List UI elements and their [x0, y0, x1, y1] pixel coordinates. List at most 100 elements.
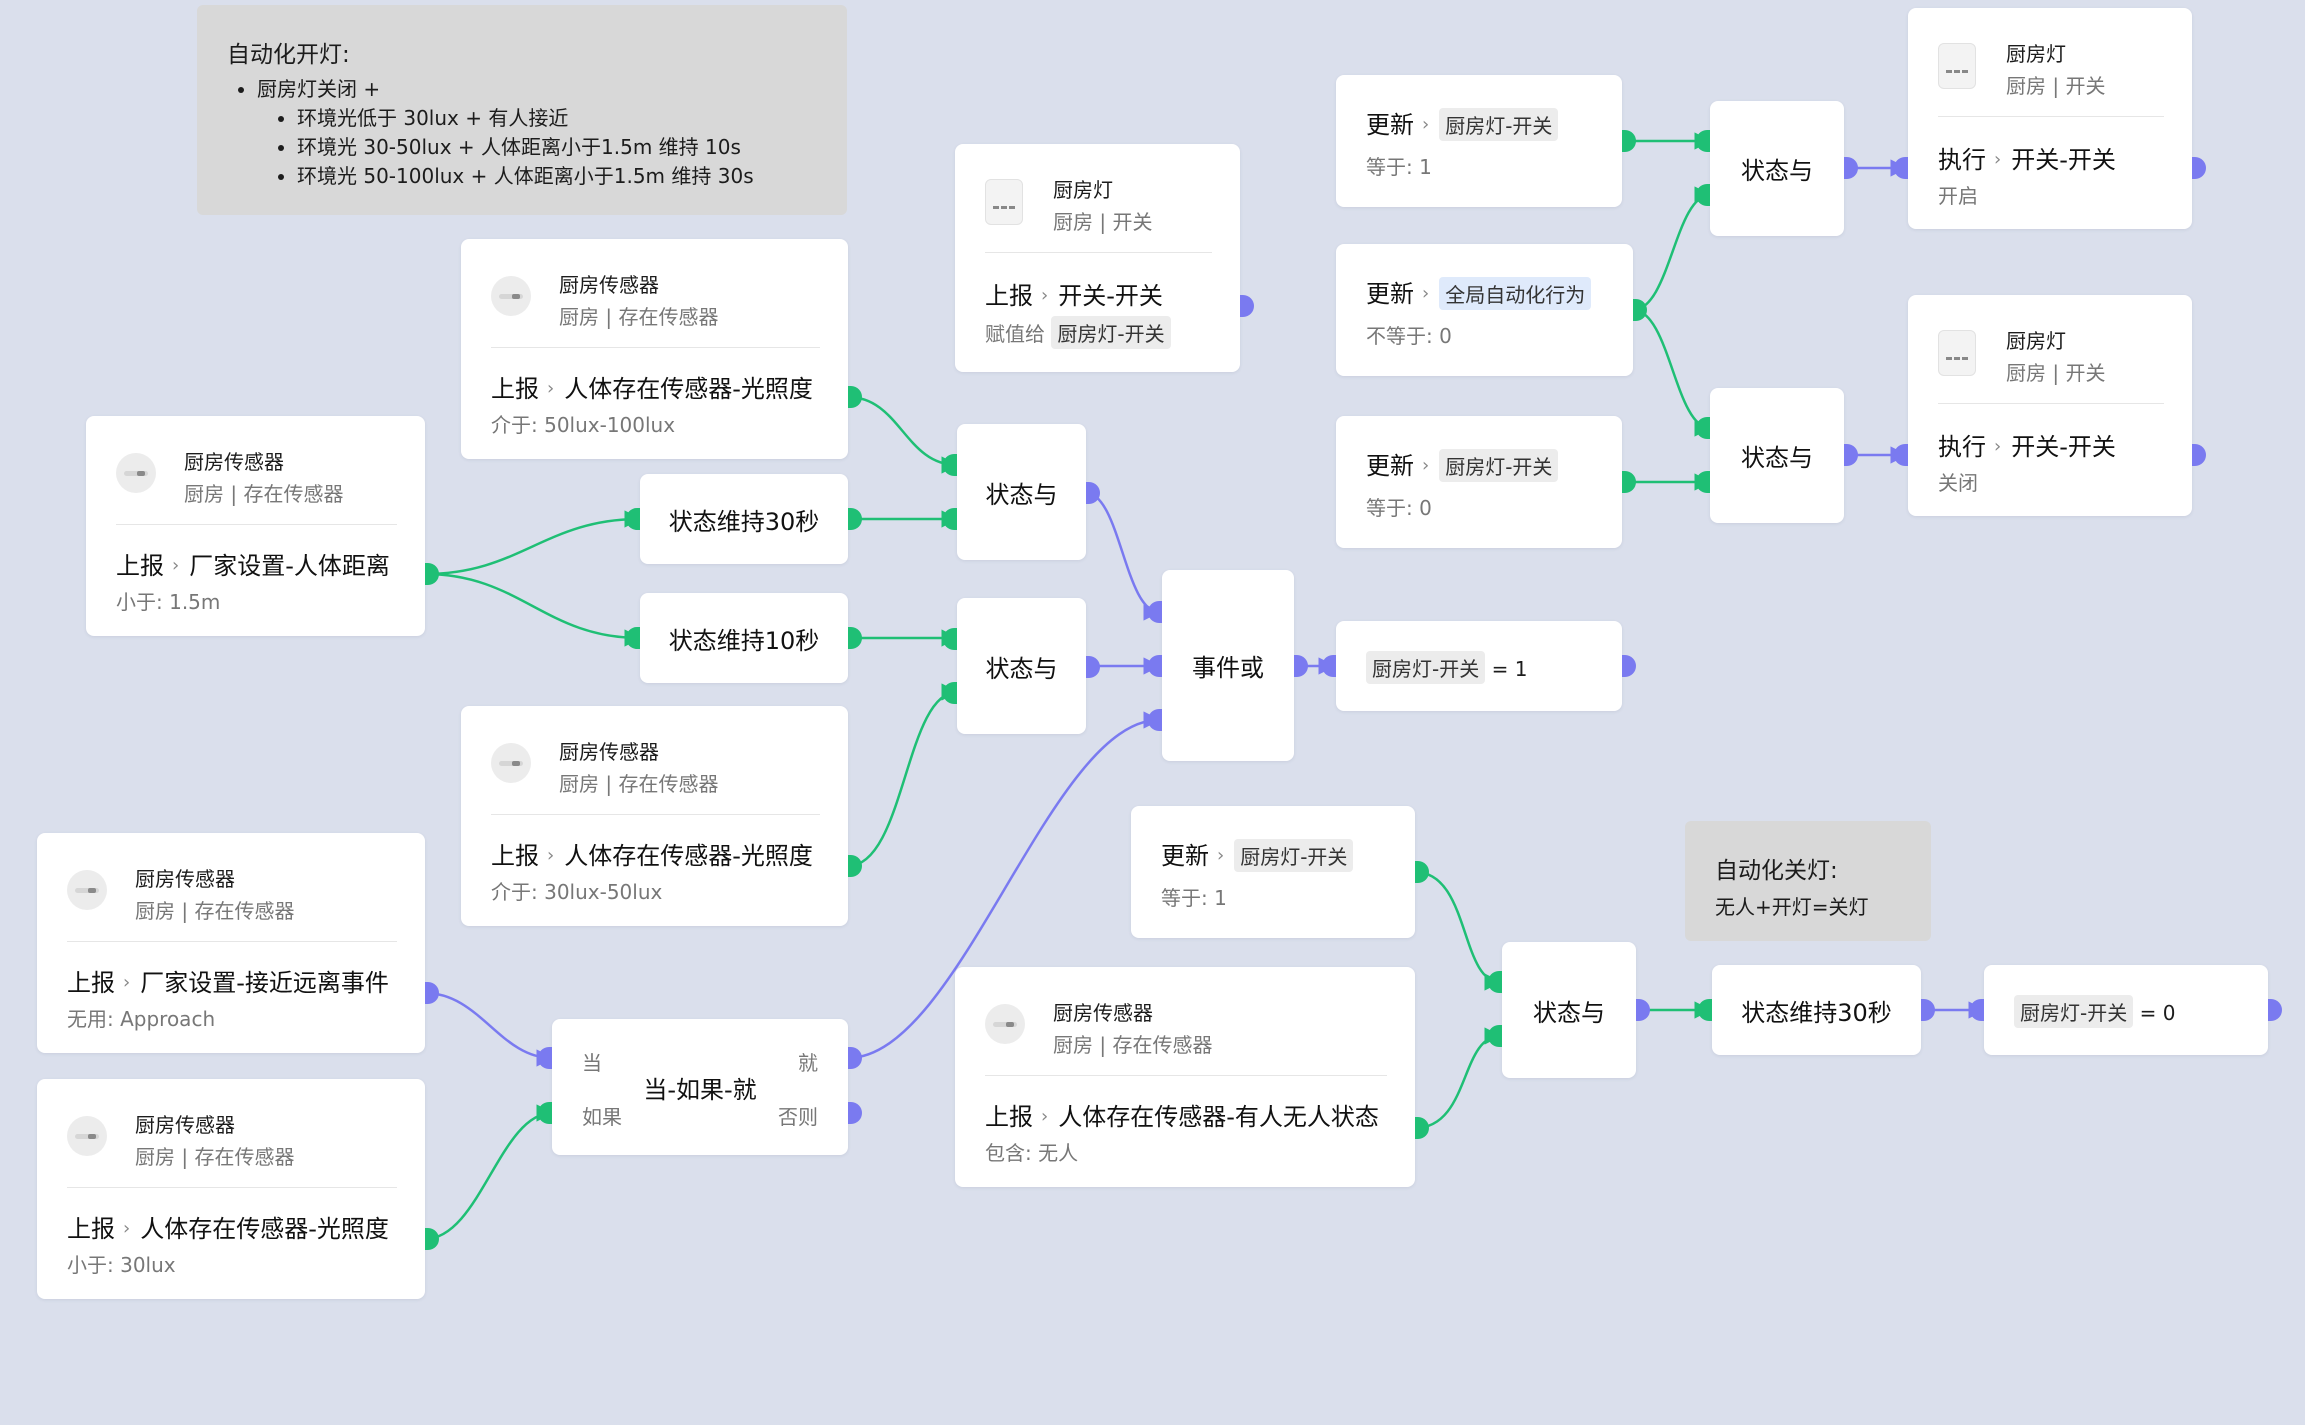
action-name: 人体存在传感器-光照度	[564, 842, 813, 870]
output-port[interactable]	[425, 563, 439, 585]
input-port[interactable]	[1488, 1025, 1502, 1047]
link	[1414, 1027, 1502, 1130]
device-node[interactable]: 厨房灯 厨房 | 开关 执行›开关-开关 关闭	[1894, 295, 2206, 516]
when-if-then-node[interactable]: 当-如果-就 当 如果 就 否则	[538, 1019, 862, 1155]
state-and-node[interactable]: 状态与	[1488, 942, 1650, 1078]
state-and-node[interactable]: 状态与	[1696, 101, 1858, 236]
input-port[interactable]	[1696, 184, 1710, 206]
input-port[interactable]	[626, 508, 640, 530]
state-and-node[interactable]: 状态与	[943, 424, 1100, 560]
output-port[interactable]	[848, 1047, 862, 1069]
link	[847, 683, 959, 868]
output-port[interactable]	[1622, 130, 1636, 152]
output-port[interactable]	[1622, 471, 1636, 493]
variable-tag: 厨房灯-开关	[1051, 316, 1171, 349]
link	[1414, 870, 1502, 991]
output-port[interactable]	[425, 1228, 439, 1250]
output-port[interactable]	[848, 508, 862, 530]
input-port[interactable]	[626, 627, 640, 649]
input-port[interactable]	[943, 454, 957, 476]
input-port[interactable]	[1148, 709, 1162, 731]
variable-tag: 厨房灯-开关	[1439, 449, 1559, 482]
input-port[interactable]	[538, 1047, 552, 1069]
output-port[interactable]	[1240, 295, 1254, 317]
output-port[interactable]	[1415, 1117, 1429, 1139]
output-port[interactable]	[2192, 444, 2206, 466]
input-port[interactable]	[1894, 157, 1908, 179]
action-verb: 更新	[1366, 111, 1414, 139]
chevron-right-icon: ›	[547, 378, 555, 399]
output-port[interactable]	[848, 1102, 862, 1124]
output-port[interactable]	[1921, 999, 1935, 1021]
input-port[interactable]	[943, 628, 957, 650]
action-verb: 更新	[1366, 452, 1414, 480]
state-and-node[interactable]: 状态与	[1696, 388, 1858, 523]
device-node[interactable]: 厨房传感器 厨房 | 存在传感器 上报›人体存在传感器-光照度 介于: 50lu…	[461, 239, 862, 459]
state-hold-node[interactable]: 状态维持30秒	[1698, 965, 1935, 1055]
device-node[interactable]: 厨房灯 厨房 | 开关 执行›开关-开关 开启	[1894, 8, 2206, 229]
device-name: 厨房传感器	[1053, 1001, 1153, 1025]
output-port[interactable]	[1636, 999, 1650, 1021]
update-variable-node[interactable]: 更新›厨房灯-开关 等于: 1	[1336, 75, 1636, 207]
output-port[interactable]	[1294, 655, 1308, 677]
update-variable-node[interactable]: 更新›厨房灯-开关 等于: 0	[1336, 416, 1636, 548]
node-label: 当-如果-就	[643, 1075, 757, 1104]
chevron-right-icon: ›	[547, 845, 555, 866]
input-port[interactable]	[943, 682, 957, 704]
output-port[interactable]	[2268, 999, 2282, 1021]
output-port[interactable]	[1633, 299, 1647, 321]
device-node[interactable]: 厨房传感器 厨房 | 存在传感器 上报›人体存在传感器-有人无人状态 包含: 无…	[955, 967, 1429, 1187]
device-location: 厨房 | 存在传感器	[559, 305, 719, 329]
state-hold-node[interactable]: 状态维持30秒	[626, 474, 862, 564]
event-or-node[interactable]: 事件或	[1148, 570, 1308, 761]
update-variable-node[interactable]: 更新›全局自动化行为 不等于: 0	[1336, 244, 1647, 376]
note-item: 厨房灯关闭 +	[257, 77, 381, 101]
device-node[interactable]: 厨房传感器 厨房 | 存在传感器 上报›厂家设置-人体距离 小于: 1.5m	[86, 416, 439, 636]
action-name: 厂家设置-人体距离	[189, 552, 390, 580]
input-port[interactable]	[1148, 601, 1162, 623]
state-and-node[interactable]: 状态与	[943, 598, 1100, 734]
input-port[interactable]	[538, 1102, 552, 1124]
input-port[interactable]	[1970, 999, 1984, 1021]
state-hold-node[interactable]: 状态维持10秒	[626, 593, 862, 683]
action-name: 人体存在传感器-光照度	[140, 1215, 389, 1243]
if-label: 如果	[582, 1105, 622, 1129]
output-port[interactable]	[1415, 861, 1429, 883]
device-location: 厨房 | 存在传感器	[135, 899, 295, 923]
output-port[interactable]	[848, 386, 862, 408]
output-port[interactable]	[1622, 655, 1636, 677]
output-port[interactable]	[1086, 482, 1100, 504]
output-port[interactable]	[425, 982, 439, 1004]
input-port[interactable]	[1696, 471, 1710, 493]
set-variable-node[interactable]: 厨房灯-开关 = 1	[1322, 621, 1636, 711]
node-label: 事件或	[1192, 654, 1264, 682]
output-port[interactable]	[2192, 157, 2206, 179]
input-port[interactable]	[1696, 417, 1710, 439]
output-port[interactable]	[1086, 656, 1100, 678]
note-subitem: 环境光低于 30lux + 有人接近	[297, 104, 817, 133]
input-port[interactable]	[1322, 655, 1336, 677]
input-port[interactable]	[1894, 444, 1908, 466]
update-variable-node[interactable]: 更新›厨房灯-开关 等于: 1	[1131, 806, 1429, 938]
device-node[interactable]: 厨房传感器 厨房 | 存在传感器 上报›厂家设置-接近远离事件 无用: Appr…	[37, 833, 439, 1053]
output-port[interactable]	[848, 627, 862, 649]
set-variable-node[interactable]: 厨房灯-开关 = 0	[1970, 965, 2282, 1055]
output-port[interactable]	[1844, 444, 1858, 466]
device-node[interactable]: 厨房灯 厨房 | 开关 上报›开关-开关 赋值给 厨房灯-开关	[955, 144, 1254, 372]
note-auto-on: 自动化开灯: 厨房灯关闭 + 环境光低于 30lux + 有人接近 环境光 30…	[197, 5, 847, 215]
input-port[interactable]	[1696, 130, 1710, 152]
device-node[interactable]: 厨房传感器 厨房 | 存在传感器 上报›人体存在传感器-光照度 介于: 30lu…	[461, 706, 862, 926]
device-node[interactable]: 厨房传感器 厨房 | 存在传感器 上报›人体存在传感器-光照度 小于: 30lu…	[37, 1079, 439, 1299]
input-port[interactable]	[1148, 655, 1162, 677]
output-port[interactable]	[1844, 157, 1858, 179]
chevron-right-icon: ›	[1217, 845, 1225, 866]
device-name: 厨房灯	[2006, 42, 2066, 66]
output-port[interactable]	[848, 855, 862, 877]
chevron-right-icon: ›	[1994, 436, 2002, 457]
chevron-right-icon: ›	[123, 1218, 131, 1239]
input-port[interactable]	[1488, 971, 1502, 993]
input-port[interactable]	[943, 508, 957, 530]
node-label: 状态维持30秒	[668, 507, 820, 536]
input-port[interactable]	[1698, 999, 1712, 1021]
